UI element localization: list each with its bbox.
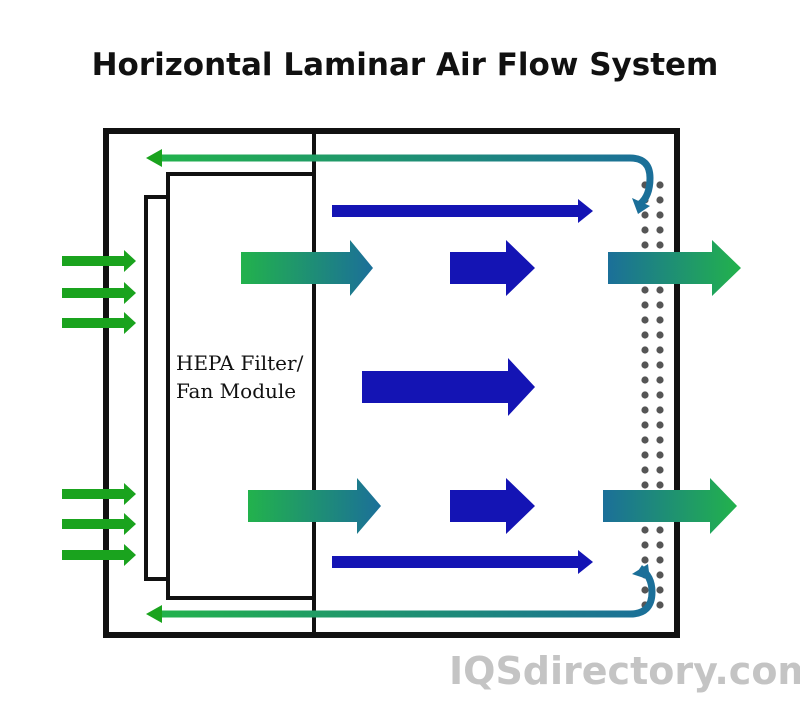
- airflow-arrow-icon: [450, 240, 535, 296]
- pre-filter-panel: [144, 195, 170, 581]
- perforation-dot: [641, 391, 649, 399]
- perforation-dot: [656, 466, 664, 474]
- perforation-dot: [656, 361, 664, 369]
- intake-arrow-icon: [62, 483, 136, 505]
- perforation-dot: [656, 406, 664, 414]
- airflow-arrow-icon: [241, 240, 373, 296]
- perforation-dot: [641, 481, 649, 489]
- perforation-dot: [641, 376, 649, 384]
- perforation-dot: [641, 316, 649, 324]
- perforation-dot: [656, 571, 664, 579]
- intake-arrows: [62, 250, 136, 566]
- perforation-dot: [656, 226, 664, 234]
- perforation-dot: [656, 421, 664, 429]
- exhaust-arrow-icon: [603, 478, 737, 534]
- hepa-label-line2: Fan Module: [176, 379, 296, 403]
- thin-flow-arrows: [332, 199, 593, 574]
- perforation-dot: [641, 286, 649, 294]
- airflow-arrow-icon: [450, 478, 535, 534]
- perforation-dot: [656, 331, 664, 339]
- airflow-arrow-icon: [248, 478, 381, 534]
- perforated-panel: [641, 181, 664, 609]
- work-zone-arrows: [362, 240, 535, 534]
- perforation-dot: [656, 376, 664, 384]
- intake-arrow-icon: [62, 282, 136, 304]
- cabinet-outline: [103, 128, 680, 638]
- watermark: IQSdirectory.com: [449, 649, 800, 693]
- perforation-dot: [641, 406, 649, 414]
- perforation-dot: [641, 421, 649, 429]
- perforation-dot: [656, 436, 664, 444]
- perforation-dot: [656, 556, 664, 564]
- perforation-dot: [656, 346, 664, 354]
- perforation-dot: [656, 316, 664, 324]
- perforation-dot: [641, 331, 649, 339]
- perforation-dot: [641, 241, 649, 249]
- perforation-dot: [641, 211, 649, 219]
- perforation-dot: [641, 541, 649, 549]
- perforation-dot: [641, 346, 649, 354]
- airflow-arrow-icon: [362, 358, 535, 416]
- recirculation-arrow-icon: [632, 198, 650, 214]
- perforation-dot: [641, 226, 649, 234]
- perforation-dot: [656, 211, 664, 219]
- perforation-dot: [656, 586, 664, 594]
- perforation-dot: [641, 556, 649, 564]
- intake-arrow-icon: [62, 312, 136, 334]
- airflow-arrow-icon: [332, 199, 593, 223]
- recirculation-arrow-icon: [146, 605, 162, 623]
- perforation-dot: [656, 286, 664, 294]
- perforation-dot: [641, 436, 649, 444]
- top-return-flow: [146, 149, 654, 214]
- hepa-filter-module: [166, 172, 316, 600]
- diagram-title: Horizontal Laminar Air Flow System: [92, 47, 719, 83]
- perforation-dot: [656, 526, 664, 534]
- recirculation-arrow-icon: [146, 149, 162, 167]
- exhaust-arrow-icon: [608, 240, 741, 296]
- perforation-dot: [641, 361, 649, 369]
- recirculation-arrow-icon: [632, 564, 650, 580]
- perforation-dot: [656, 181, 664, 189]
- perforation-dot: [656, 301, 664, 309]
- intake-arrow-icon: [62, 250, 136, 272]
- airflow-arrow-icon: [332, 550, 593, 574]
- hepa-label-line1: HEPA Filter/: [176, 351, 304, 375]
- perforation-dot: [641, 451, 649, 459]
- perforation-dot: [641, 526, 649, 534]
- perforation-dot: [641, 586, 649, 594]
- intake-arrow-icon: [62, 544, 136, 566]
- intake-arrow-icon: [62, 513, 136, 535]
- perforation-dot: [656, 391, 664, 399]
- perforation-dot: [641, 301, 649, 309]
- perforation-dot: [656, 196, 664, 204]
- perforation-dot: [656, 451, 664, 459]
- perforation-dot: [656, 481, 664, 489]
- perforation-dot: [656, 601, 664, 609]
- perforation-dot: [656, 241, 664, 249]
- perforation-dot: [641, 466, 649, 474]
- perforation-dot: [656, 541, 664, 549]
- bottom-return-flow: [146, 564, 656, 623]
